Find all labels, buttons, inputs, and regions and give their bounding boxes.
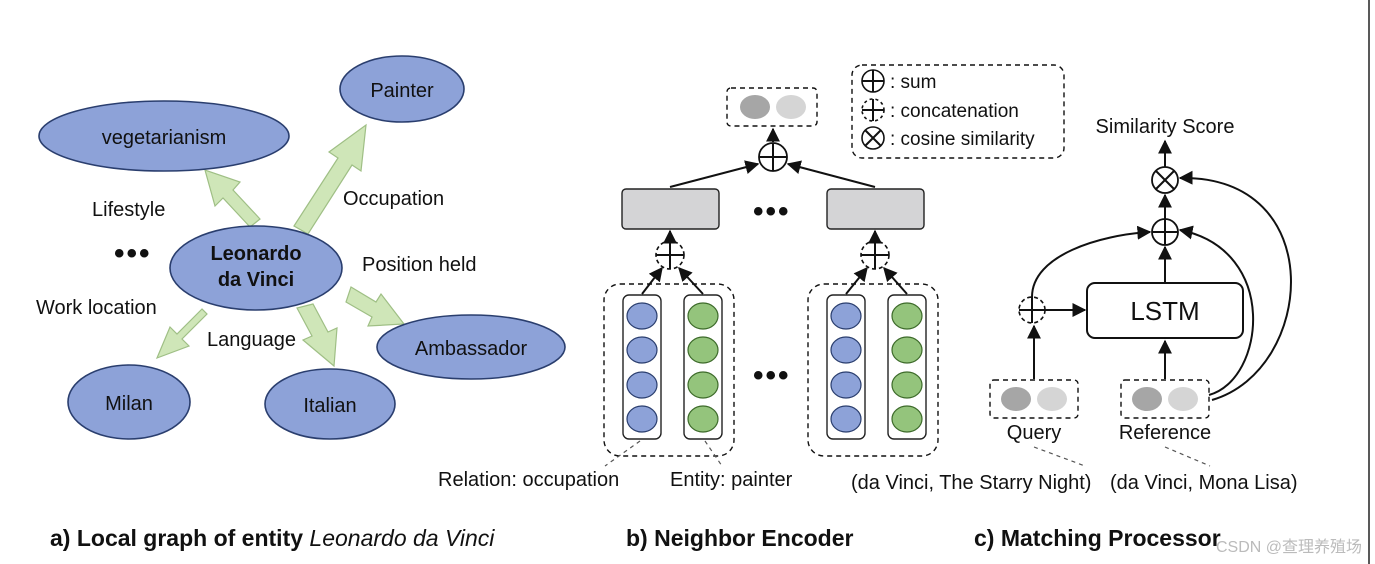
reference-embedding-dark <box>1132 387 1162 411</box>
query-label: Query <box>1007 422 1061 444</box>
panel-b-neighbor-encoder: ••• <box>438 87 939 491</box>
arrow-work-location <box>155 308 208 360</box>
edge-position-held-label: Position held <box>362 254 477 276</box>
legend-sum-label: : sum <box>890 72 936 93</box>
panel-a-ellipsis: ••• <box>114 237 152 270</box>
query-embedding-dark <box>1001 387 1031 411</box>
arrow-language <box>296 303 338 368</box>
entity-painter-label: Entity: painter <box>670 469 793 491</box>
legend-cosine-label: : cosine similarity <box>890 129 1035 150</box>
node-ambassador <box>376 314 566 380</box>
caption-c: c) Matching Processor <box>974 525 1221 551</box>
caption-a-italic: Leonardo da Vinci <box>309 525 495 551</box>
relation-column-right <box>826 294 866 440</box>
arrow-position-held <box>345 286 406 327</box>
lstm-label: LSTM <box>1130 296 1199 326</box>
node-leonardo-da-vinci <box>169 225 343 311</box>
panel-b-ellipsis-top: ••• <box>753 195 791 228</box>
operator-legend: : sum : concatenation : cosine similarit… <box>851 64 1065 159</box>
node-milan <box>67 364 191 440</box>
neighbor-group-right <box>807 283 939 457</box>
node-italian <box>264 368 396 440</box>
relation-column-left <box>622 294 662 440</box>
node-painter <box>339 55 465 123</box>
caption-a: a) Local graph of entity Leonardo da Vin… <box>50 525 495 551</box>
entity-circles-left <box>687 302 719 433</box>
query-embedding-box <box>989 379 1079 419</box>
reference-pair-label: (da Vinci, Mona Lisa) <box>1110 472 1298 494</box>
encoder-box-right <box>826 188 925 230</box>
reference-label: Reference <box>1119 422 1211 444</box>
entity-column-left <box>683 294 723 440</box>
similarity-score-label: Similarity Score <box>1096 116 1235 138</box>
watermark: CSDN @查理养殖场 <box>1216 538 1362 556</box>
entity-column-right <box>887 294 927 440</box>
entity-circles-right <box>891 302 923 433</box>
legend-box <box>851 64 1065 159</box>
encoder-box-left <box>621 188 720 230</box>
arrow-occupation <box>293 123 367 235</box>
output-embedding-box <box>726 87 818 127</box>
arrow-lifestyle <box>204 169 261 228</box>
relation-occupation-label: Relation: occupation <box>438 469 619 491</box>
relation-circles-right <box>830 302 862 433</box>
node-ambassador-label: Ambassador <box>415 338 528 360</box>
reference-embedding-light <box>1168 387 1198 411</box>
node-painter-label: Painter <box>370 80 434 102</box>
edge-lifestyle-label: Lifestyle <box>92 199 165 221</box>
node-vegetarianism <box>38 100 290 172</box>
panel-c-matching-processor: Similarity Score LSTM Query <box>851 116 1298 494</box>
output-embedding-light <box>776 95 806 119</box>
caption-b: b) Neighbor Encoder <box>626 525 854 551</box>
edge-occupation-label: Occupation <box>343 188 444 210</box>
node-vegetarianism-label: vegetarianism <box>102 127 227 149</box>
legend-concat-label: : concatenation <box>890 101 1019 122</box>
panel-b-ellipsis-bottom: ••• <box>753 359 791 392</box>
reference-embedding-box <box>1120 379 1210 419</box>
edge-work-location-label: Work location <box>36 297 157 319</box>
node-italian-label: Italian <box>303 395 356 417</box>
query-pair-label: (da Vinci, The Starry Night) <box>851 472 1091 494</box>
caption-a-prefix: a) Local graph of entity <box>50 525 309 551</box>
relation-circles-left <box>626 302 658 433</box>
neighbor-group-left <box>603 283 735 457</box>
node-milan-label: Milan <box>105 393 153 415</box>
output-embedding-dark <box>740 95 770 119</box>
query-embedding-light <box>1037 387 1067 411</box>
edge-language-label: Language <box>207 329 296 351</box>
lstm-box <box>1086 282 1244 339</box>
